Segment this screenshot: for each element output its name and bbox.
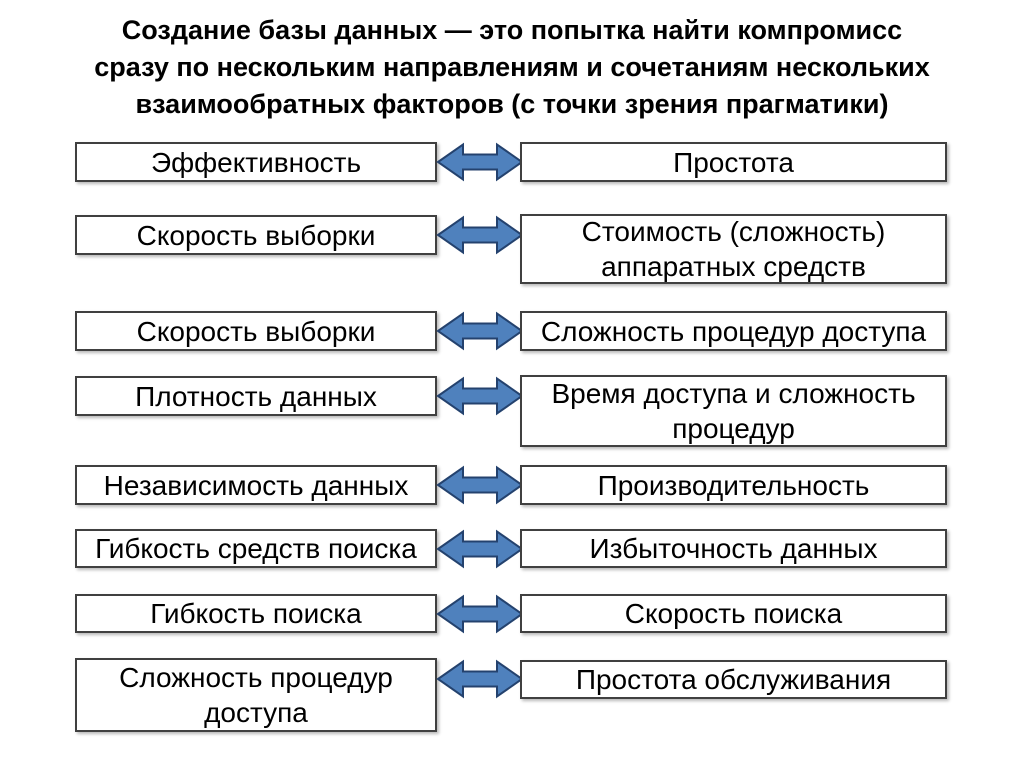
factor-label: Простота обслуживания [575, 664, 892, 695]
factor-label: Скорость выборки [136, 315, 376, 347]
factor-label: Скорость поиска [624, 598, 843, 629]
factor-label: Стоимость (сложность) аппаратных средств [581, 216, 886, 282]
factor-box-left: Независимость данных [75, 465, 437, 505]
factor-label: Гибкость поиска [150, 598, 362, 629]
factor-box-right: Скорость поиска [520, 594, 947, 633]
double-arrow-icon [436, 215, 524, 255]
factor-label: Эффективность [150, 146, 362, 178]
double-arrow-icon [436, 376, 524, 416]
factor-label: Сложность процедур доступа [540, 315, 927, 347]
slide-title: Создание базы данных — это попытка найти… [94, 15, 930, 119]
tradeoff-arrow [436, 311, 524, 351]
double-arrow-icon [436, 311, 524, 351]
factor-label: Время доступа и сложность процедур [551, 378, 916, 444]
tradeoff-arrow [436, 659, 524, 699]
tradeoff-arrow [436, 215, 524, 255]
factor-box-left: Гибкость средств поиска [75, 529, 437, 568]
factor-box-right: Избыточность данных [520, 529, 947, 568]
factor-label: Сложность процедур доступа [119, 662, 393, 728]
tradeoff-arrow [436, 529, 524, 569]
factor-box-left: Эффективность [75, 142, 437, 182]
factor-box-left: Плотность данных [75, 376, 437, 416]
tradeoff-arrow [436, 594, 524, 634]
double-arrow-icon [436, 659, 524, 699]
factor-box-right: Простота [520, 142, 947, 182]
factor-box-left: Скорость выборки [75, 311, 437, 351]
factor-label: Производительность [597, 469, 870, 501]
factor-box-right: Производительность [520, 465, 947, 505]
tradeoff-arrow [436, 142, 524, 182]
factor-label: Гибкость средств поиска [95, 533, 417, 564]
double-arrow-icon [436, 465, 524, 505]
factor-label: Независимость данных [103, 469, 409, 501]
tradeoff-arrow [436, 465, 524, 505]
factor-label: Плотность данных [135, 380, 377, 412]
factor-box-right: Сложность процедур доступа [520, 311, 947, 351]
tradeoff-arrow [436, 376, 524, 416]
factor-box-left: Гибкость поиска [75, 594, 437, 633]
double-arrow-icon [436, 142, 524, 182]
factor-label: Скорость выборки [136, 219, 376, 251]
double-arrow-icon [436, 529, 524, 569]
factor-label: Избыточность данных [589, 533, 878, 564]
factor-box-left: Сложность процедур доступа [75, 658, 437, 732]
factor-label: Простота [673, 146, 794, 178]
factor-box-right: Простота обслуживания [520, 660, 947, 699]
factor-box-left: Скорость выборки [75, 215, 437, 255]
double-arrow-icon [436, 594, 524, 634]
factor-box-right: Стоимость (сложность) аппаратных средств [520, 214, 947, 284]
factor-box-right: Время доступа и сложность процедур [520, 375, 947, 447]
